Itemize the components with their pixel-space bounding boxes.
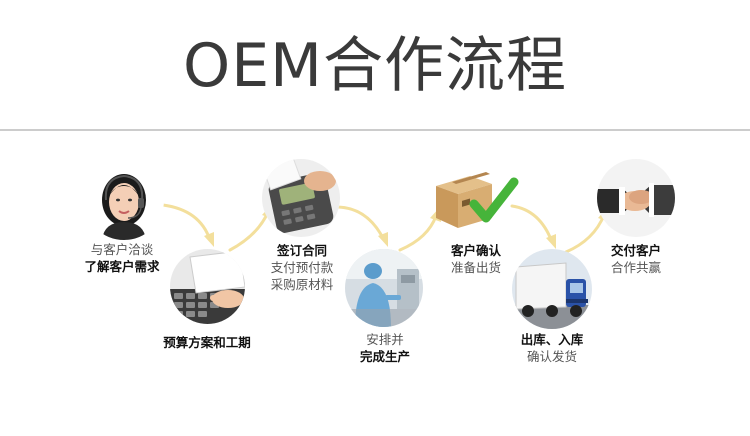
step-1-line-2: 了解客户需求: [62, 258, 182, 275]
step-2-label: 预算方案和工期: [147, 334, 267, 351]
package-check-icon: [430, 166, 520, 236]
step-1-label: 与客户洽谈 了解客户需求: [62, 241, 182, 275]
step-4-line-2: 完成生产: [325, 348, 445, 365]
step-6-label: 出库、入库 确认发货: [492, 331, 612, 365]
step-7-label: 交付客户 合作共赢: [576, 242, 696, 276]
step-6-line-1: 出库、入库: [492, 331, 612, 348]
step-3-label: 签订合同 支付预付款 采购原材料: [242, 242, 362, 293]
step-7-line-2: 合作共赢: [576, 259, 696, 276]
step-7-line-1: 交付客户: [576, 242, 696, 259]
arrow-3: [338, 207, 384, 240]
step-4-label: 安排并 完成生产: [325, 331, 445, 365]
step-2-line-1: 预算方案和工期: [147, 334, 267, 351]
step-6-line-2: 确认发货: [492, 348, 612, 365]
step-5-line-1: 客户确认: [416, 242, 536, 259]
step-3-line-3: 采购原材料: [242, 276, 362, 293]
step-3-line-2: 支付预付款: [242, 259, 362, 276]
customer-service-icon: [84, 160, 164, 240]
factory-worker-icon: [345, 249, 423, 327]
calculator-icon: [170, 249, 245, 324]
handshake-icon: [597, 159, 675, 237]
card-payment-icon: [262, 159, 340, 237]
step-4-line-1: 安排并: [325, 331, 445, 348]
step-1-line-1: 与客户洽谈: [62, 241, 182, 258]
step-3-line-1: 签订合同: [242, 242, 362, 259]
arrow-1: [163, 205, 210, 240]
